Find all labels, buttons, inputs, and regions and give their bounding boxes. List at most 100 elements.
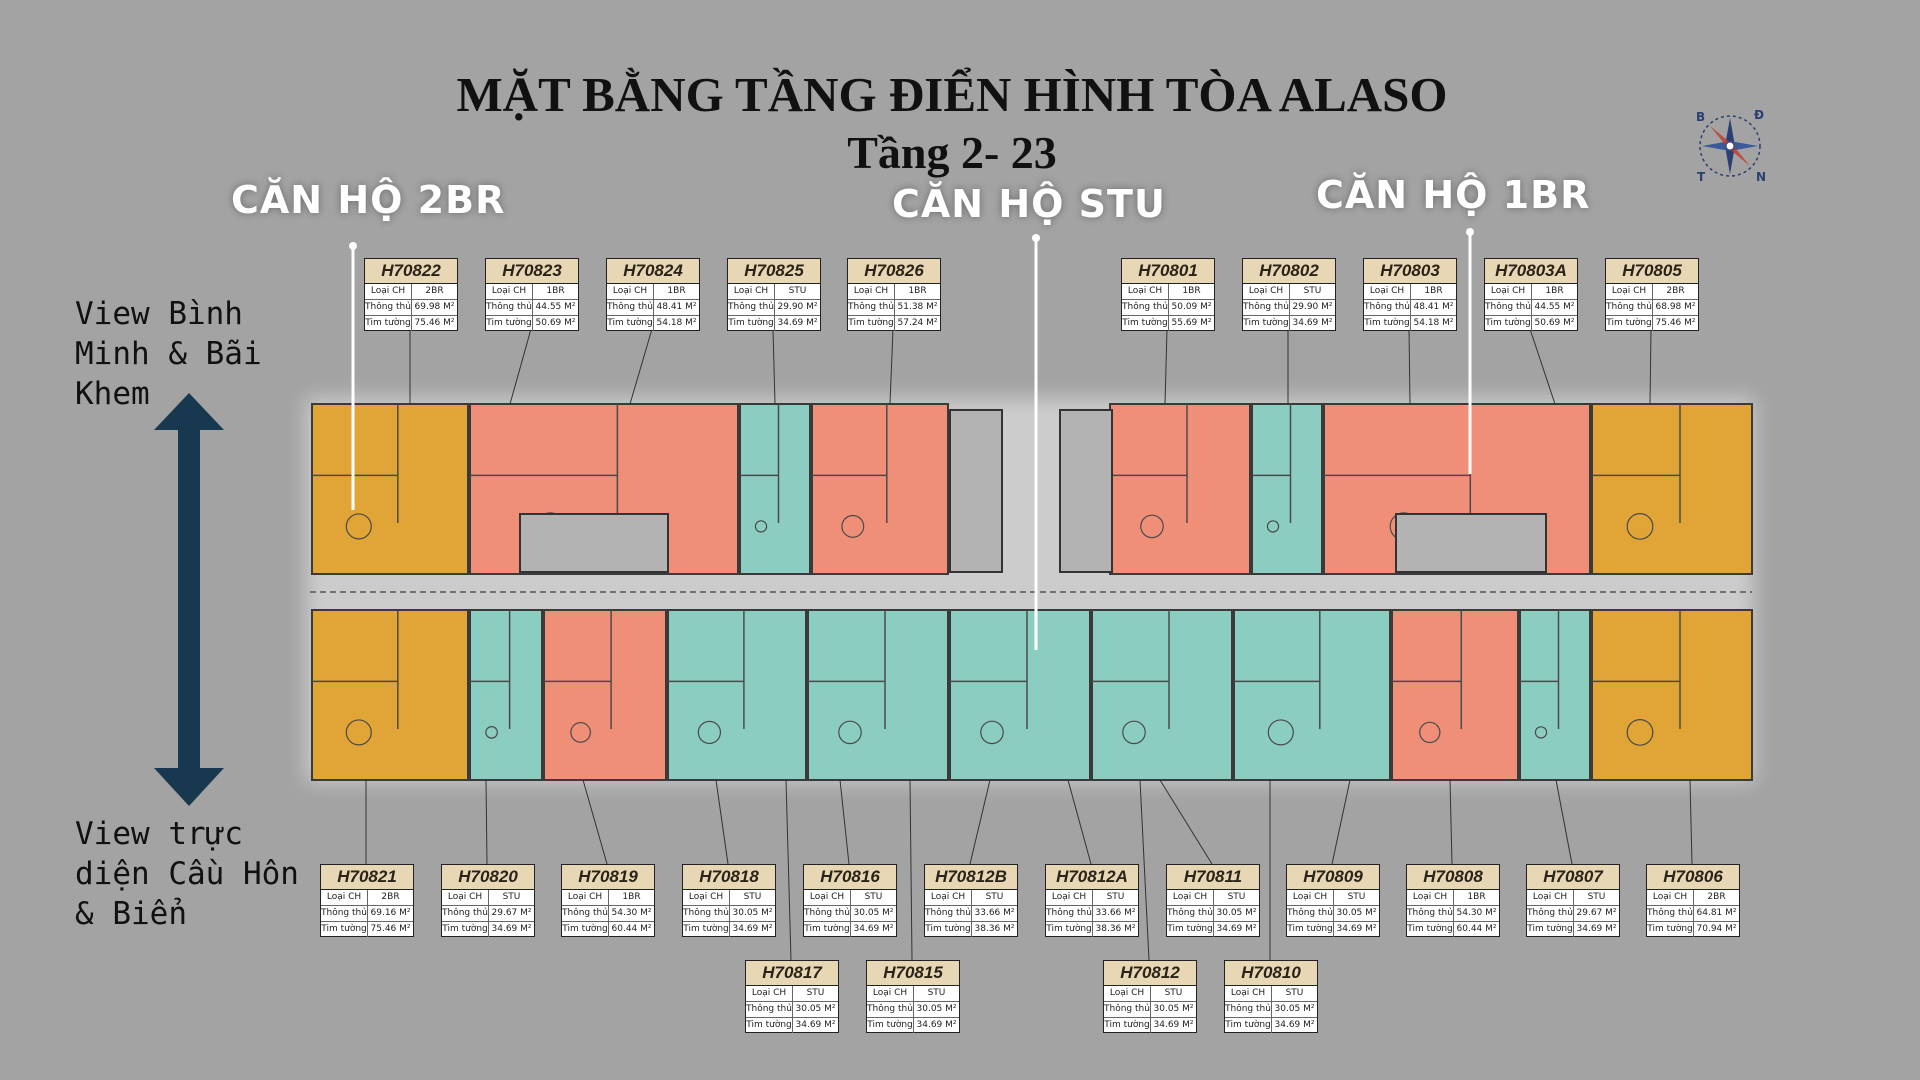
field-label: Thông thủy: [925, 906, 972, 921]
unit-code: H70826: [848, 259, 940, 284]
field-value: 48.41 M²: [1413, 302, 1454, 312]
field-label: Tim tường: [607, 316, 654, 331]
zone-H70820: [469, 609, 543, 781]
field-value: STU: [788, 286, 807, 296]
field-label: Loại CH: [321, 890, 368, 905]
leader-line: [1067, 779, 1092, 865]
view-direction-arrow: [154, 393, 224, 806]
field-value: 69.16 M²: [370, 908, 411, 918]
field-value: 64.81 M²: [1696, 908, 1737, 918]
field-value: 34.69 M²: [795, 1020, 836, 1030]
view-label-top: View Bình Minh & Bãi Khem: [75, 296, 262, 412]
field-value: 54.30 M²: [611, 908, 652, 918]
type-pointer-dot: [349, 242, 357, 250]
type-label-stu: CĂN HỘ STU: [892, 182, 1166, 226]
field-label: Loại CH: [746, 986, 793, 1001]
leader-line: [1164, 328, 1168, 405]
field-label: Loại CH: [1485, 284, 1532, 299]
leader-line: [509, 328, 532, 405]
lower-wing: [310, 591, 1753, 781]
field-label: Thông thủy: [1225, 1002, 1272, 1017]
zone-H70806: [1591, 609, 1753, 781]
field-label: Thông thủy: [1606, 300, 1653, 315]
field-value: STU: [1347, 892, 1366, 902]
type-pointer-dot: [1466, 228, 1474, 236]
field-label: Thông thủy: [1647, 906, 1694, 921]
field-label: Tim tường: [1122, 316, 1169, 331]
field-label: Thông thủy: [1485, 300, 1532, 315]
leader-line: [785, 779, 792, 961]
field-label: Tim tường: [804, 922, 851, 937]
compass-letter-d: Đ: [1754, 108, 1765, 122]
unit-code: H70803A: [1485, 259, 1577, 284]
field-label: Thông thủy: [1046, 906, 1093, 921]
unit-code: H70815: [867, 961, 959, 986]
field-value: 50.09 M²: [1171, 302, 1212, 312]
field-label: Tim tường: [486, 316, 533, 331]
field-label: Thông thủy: [1527, 906, 1574, 921]
zone-H70818: [667, 609, 807, 781]
field-value: 55.69 M²: [1171, 318, 1212, 328]
field-label: Thông thủy: [1122, 300, 1169, 315]
field-label: Thông thủy: [442, 906, 489, 921]
leader-line: [629, 328, 653, 405]
leader-line: [1408, 328, 1411, 405]
leader-line: [1649, 328, 1652, 405]
field-label: Thông thủy: [1243, 300, 1290, 315]
zone-H70801: [1109, 403, 1251, 575]
field-label: Thông thủy: [867, 1002, 914, 1017]
upper-wing: [311, 403, 1753, 575]
field-label: Thông thủy: [1287, 906, 1334, 921]
field-label: Tim tường: [365, 316, 412, 331]
leader-line: [1139, 779, 1150, 961]
field-label: Tim tường: [1485, 316, 1532, 331]
field-label: Tim tường: [1606, 316, 1653, 331]
unit-code: H70808: [1407, 865, 1499, 890]
field-value: 30.05 M²: [916, 1004, 957, 1014]
